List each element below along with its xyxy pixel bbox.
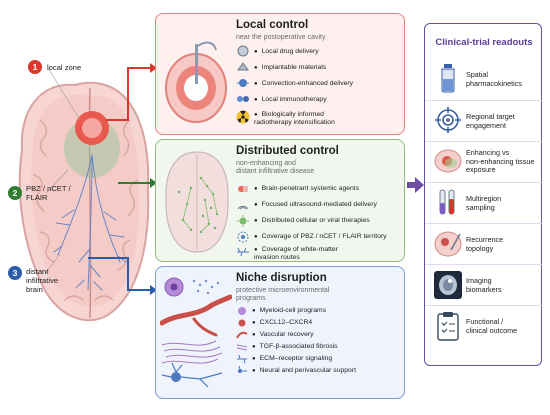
- ecm-receptor-icon: [237, 354, 247, 364]
- readout-row-7: Functional / clinical outcome: [425, 305, 543, 346]
- local-item-3: ●Convection-enhanced delivery: [254, 80, 354, 87]
- niche-item-2: ●CXCL12–CXCR4: [252, 319, 313, 326]
- niche-disruption-panel: Niche disruption protective microenviron…: [155, 266, 405, 399]
- clinical-trial-title: Clinical-trial readouts: [435, 37, 533, 48]
- brain-exposure-icon: [434, 149, 462, 173]
- distributed-item-1: ●Brain-penetrant systemic agents: [254, 185, 360, 192]
- zone-3-label: distant infiltrative brain: [26, 267, 59, 294]
- target-icon: [435, 107, 461, 133]
- cavity-illustration: [165, 41, 227, 123]
- clinical-trial-panel: Clinical-trial readouts Spatial pharmaco…: [424, 23, 543, 366]
- readout-label-6: Imaging biomarkers: [466, 276, 502, 294]
- vascular-icon: [236, 331, 248, 339]
- distributed-item-4: ●Coverage of PBZ / nCET / FLAIR territor…: [254, 233, 387, 240]
- distributed-control-panel: Distributed control non-enhancing and di…: [155, 139, 405, 262]
- niche-item-5: ●ECM–receptor signaling: [252, 355, 333, 362]
- myeloid-icon: [238, 307, 246, 315]
- distributed-item-2: ●Focused ultrasound-mediated delivery: [254, 201, 377, 208]
- radiation-icon: [236, 110, 250, 124]
- local-item-5: ●Biologically informed radiotherapy inte…: [254, 111, 335, 126]
- neural-support-icon: [238, 366, 247, 373]
- zone-1-label: local zone: [47, 63, 82, 72]
- pbz-coverage-icon: [237, 231, 249, 243]
- readout-row-6: Imaging biomarkers: [425, 264, 543, 305]
- distributed-item-5: ●Coverage of white-matter invasion route…: [254, 246, 338, 261]
- distributed-item-3: ●Distributed cellular or viral therapies: [254, 217, 370, 224]
- readout-arrow: [407, 177, 424, 193]
- readout-label-1: Spatial pharmacokinetics: [466, 70, 522, 88]
- readout-row-3: Enhancing vs non-enhancing tissue exposu…: [425, 141, 543, 182]
- readout-label-7: Functional / clinical outcome: [466, 317, 518, 335]
- niche-item-4: ●TGF-β-associated fibrosis: [252, 343, 338, 350]
- zone-1-badge: 1: [28, 60, 42, 74]
- readout-label-2: Regional target engagement: [466, 112, 515, 130]
- readout-row-1: Spatial pharmacokinetics: [425, 59, 543, 99]
- recurrence-brain-icon: [434, 231, 462, 257]
- local-item-2: ●Implantable materials: [254, 64, 327, 71]
- readout-row-2: Regional target engagement: [425, 100, 543, 141]
- tubes-icon: [439, 189, 455, 215]
- distributed-control-subtitle: non-enhancing and distant infiltrative d…: [236, 160, 315, 175]
- chemokine-icon: [238, 319, 246, 327]
- local-item-4: ●Local immunotherapy: [254, 96, 327, 103]
- microenvironment-illustration: [160, 277, 232, 388]
- niche-disruption-subtitle: protective microenvironmental programs: [236, 287, 330, 302]
- fibrosis-icon: [236, 344, 248, 351]
- immunotherapy-icon: [237, 96, 249, 102]
- niche-item-1: ●Myeloid-cell programs: [252, 307, 327, 314]
- readout-row-4: Multiregion sampling: [425, 182, 543, 223]
- zone-3-badge: 3: [8, 266, 22, 280]
- viral-therapy-icon: [237, 215, 249, 227]
- zone-2-badge: 2: [8, 186, 22, 200]
- readout-row-5: Recurrence topology: [425, 223, 543, 264]
- clipboard-icon: [437, 312, 459, 341]
- zone-2-label: PBZ / nCET / FLAIR: [26, 184, 71, 202]
- niche-item-6: ●Neural and perivascular support: [252, 367, 356, 374]
- distributed-control-title: Distributed control: [236, 145, 339, 157]
- systemic-agent-icon: [238, 186, 248, 192]
- local-control-title: Local control: [236, 19, 309, 31]
- niche-item-3: ●Vascular recovery: [252, 331, 314, 338]
- niche-disruption-title: Niche disruption: [236, 272, 327, 284]
- distributed-brain-illustration: [165, 151, 229, 253]
- ultrasound-icon: [237, 205, 249, 210]
- local-control-subtitle: near the postoperative cavity: [236, 34, 326, 41]
- flask-icon: [441, 64, 455, 93]
- readout-label-3: Enhancing vs non-enhancing tissue exposu…: [466, 148, 535, 174]
- brain-illustration: [18, 63, 157, 322]
- local-item-1: ●Local drug delivery: [254, 48, 319, 55]
- readout-label-4: Multiregion sampling: [466, 194, 502, 212]
- white-matter-icon: [237, 247, 249, 257]
- drug-delivery-icon: [237, 45, 249, 57]
- mri-icon: [434, 271, 462, 299]
- local-control-panel: Local control near the postoperative cav…: [155, 13, 405, 135]
- implant-icon: [237, 62, 249, 71]
- convection-icon: [237, 79, 249, 87]
- readout-label-5: Recurrence topology: [466, 235, 504, 253]
